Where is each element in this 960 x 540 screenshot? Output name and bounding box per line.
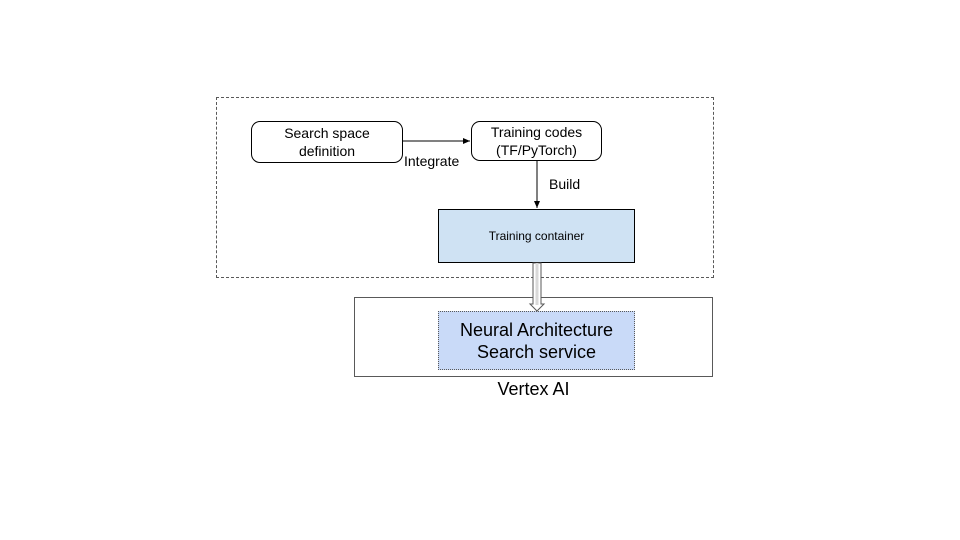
integrate-edge-label: Integrate — [404, 153, 460, 169]
build-edge-label: Build — [549, 176, 581, 192]
search-space-label: Search space definition — [284, 125, 370, 159]
training-container-node: Training container — [438, 209, 635, 263]
training-container-label: Training container — [488, 229, 585, 243]
search-space-node: Search space definition — [251, 121, 403, 163]
nas-service-label: Neural Architecture Search service — [459, 319, 614, 362]
build-group-boundary — [216, 97, 714, 278]
nas-service-node: Neural Architecture Search service — [438, 311, 635, 370]
training-codes-node: Training codes (TF/PyTorch) — [471, 121, 602, 161]
vertex-ai-label: Vertex AI — [497, 379, 570, 399]
training-codes-label: Training codes (TF/PyTorch) — [490, 124, 583, 158]
